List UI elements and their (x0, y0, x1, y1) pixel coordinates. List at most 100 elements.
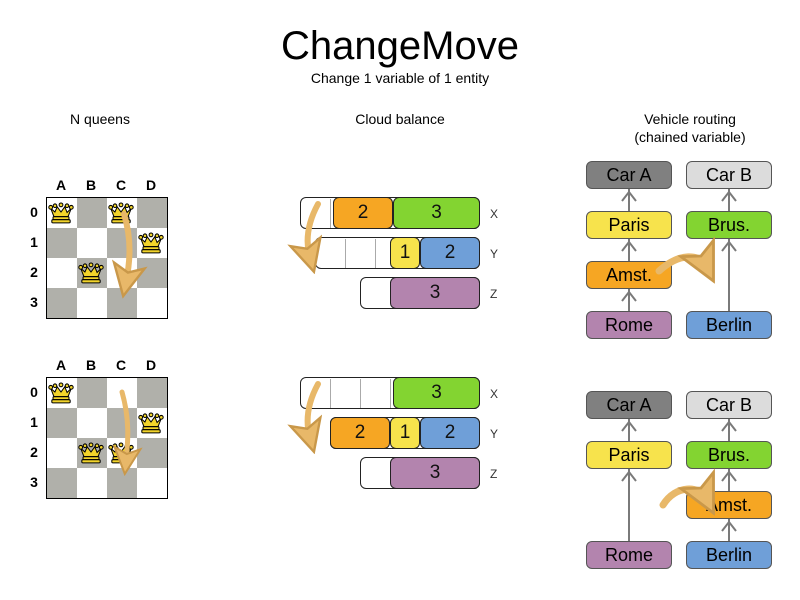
board-column-label-d: D (145, 177, 157, 193)
board-cell-a2[interactable] (47, 258, 77, 288)
cloud-slot-divider (345, 238, 346, 268)
board-cell-c2[interactable] (107, 258, 137, 288)
vrp-chain-arrowhead (621, 420, 637, 432)
board-row-label-1: 1 (30, 234, 38, 250)
vrp-chain-link (627, 419, 631, 441)
cloud-process-x-2[interactable]: 3 (393, 197, 480, 229)
board-cell-d0[interactable] (137, 378, 167, 408)
vrp-node-amst[interactable]: Amst. (586, 261, 672, 289)
board-cell-d3[interactable] (137, 468, 167, 498)
cloud-process-x-1[interactable]: 3 (393, 377, 480, 409)
cloud-computer-label-z: Z (490, 287, 498, 301)
vrp-chain-link (727, 469, 731, 491)
board-column-label-a: A (55, 357, 67, 373)
board-column-label-c: C (115, 177, 127, 193)
board-cell-a2[interactable] (47, 438, 77, 468)
cloud-process-x-1[interactable]: 2 (333, 197, 393, 229)
board-cell-c1[interactable] (107, 228, 137, 258)
vrp-chain-link (627, 469, 631, 541)
vrp-node-berlin[interactable]: Berlin (686, 311, 772, 339)
cloud-process-z-1[interactable]: 3 (390, 457, 480, 489)
vrp-node-rome[interactable]: Rome (586, 541, 672, 569)
board-cell-b1[interactable] (77, 228, 107, 258)
vrp-chain-link (727, 519, 731, 541)
section-heading-vehicle-routing: Vehicle routing (chained variable) (600, 110, 780, 146)
vrp-chain-link (727, 239, 731, 311)
vrp-node-amst[interactable]: Amst. (686, 491, 772, 519)
board-cell-d2[interactable] (137, 438, 167, 468)
board-cell-b3[interactable] (77, 288, 107, 318)
board-cell-b0[interactable] (77, 198, 107, 228)
board-row-label-0: 0 (30, 204, 38, 220)
vrp-chain-arrowhead (621, 290, 637, 302)
board-row-label-2: 2 (30, 264, 38, 280)
board-cell-a3[interactable] (47, 288, 77, 318)
section-heading-cloud-balance: Cloud balance (355, 111, 445, 127)
board-column-label-c: C (115, 357, 127, 373)
board-cell-a3[interactable] (47, 468, 77, 498)
board-column-label-d: D (145, 357, 157, 373)
vrp-node-paris[interactable]: Paris (586, 441, 672, 469)
board-cell-d0[interactable] (137, 198, 167, 228)
board-cell-c1[interactable] (107, 408, 137, 438)
cloud-process-y-2[interactable]: 2 (420, 417, 480, 449)
cloud-process-y-2[interactable]: 2 (420, 237, 480, 269)
cloud-computer-label-x: X (490, 207, 499, 221)
board-cell-b3[interactable] (77, 468, 107, 498)
board-row-label-3: 3 (30, 294, 38, 310)
board-cell-a1[interactable] (47, 408, 77, 438)
vrp-chain-link (727, 419, 731, 441)
vrp-node-berlin[interactable]: Berlin (686, 541, 772, 569)
board-cell-c3[interactable] (107, 288, 137, 318)
board-column-label-b: B (85, 357, 97, 373)
board-cell-c2[interactable] (107, 438, 137, 468)
cloud-slot-divider (360, 378, 361, 408)
cloud-slot-divider (375, 238, 376, 268)
board-cell-d2[interactable] (137, 258, 167, 288)
vrp-node-brus[interactable]: Brus. (686, 211, 772, 239)
vrp-heading-line1: Vehicle routing (644, 111, 736, 127)
chessboard (46, 377, 168, 499)
vrp-node-carb[interactable]: Car B (686, 161, 772, 189)
board-cell-c0[interactable] (107, 198, 137, 228)
vrp-node-carb[interactable]: Car B (686, 391, 772, 419)
vrp-chain-arrowhead (721, 520, 737, 532)
board-row-label-2: 2 (30, 444, 38, 460)
vrp-heading-line2: (chained variable) (634, 129, 746, 145)
cloud-computer-label-y: Y (490, 427, 499, 441)
board-cell-b2[interactable] (77, 258, 107, 288)
vrp-node-paris[interactable]: Paris (586, 211, 672, 239)
vrp-node-brus[interactable]: Brus. (686, 441, 772, 469)
vrp-chain-link (627, 289, 631, 311)
vrp-node-cara[interactable]: Car A (586, 391, 672, 419)
cloud-process-y-0[interactable]: 2 (330, 417, 390, 449)
board-cell-d1[interactable] (137, 408, 167, 438)
page-subtitle: Change 1 variable of 1 entity (310, 70, 490, 86)
vrp-chain-link (727, 189, 731, 211)
vrp-node-cara[interactable]: Car A (586, 161, 672, 189)
page-title: ChangeMove (281, 24, 519, 68)
cloud-process-z-1[interactable]: 3 (390, 277, 480, 309)
vrp-chain-arrowhead (621, 470, 637, 482)
board-column-label-a: A (55, 177, 67, 193)
board-cell-b1[interactable] (77, 408, 107, 438)
vrp-chain-arrowhead (721, 190, 737, 202)
vrp-chain-arrowhead (721, 240, 737, 252)
board-cell-b0[interactable] (77, 378, 107, 408)
board-cell-d3[interactable] (137, 288, 167, 318)
board-cell-c0[interactable] (107, 378, 137, 408)
board-cell-a1[interactable] (47, 228, 77, 258)
board-cell-b2[interactable] (77, 438, 107, 468)
board-cell-c3[interactable] (107, 468, 137, 498)
board-cell-a0[interactable] (47, 198, 77, 228)
cloud-process-y-1[interactable]: 1 (390, 237, 420, 269)
board-cell-d1[interactable] (137, 228, 167, 258)
board-row-label-3: 3 (30, 474, 38, 490)
cloud-computer-label-x: X (490, 387, 499, 401)
cloud-process-y-1[interactable]: 1 (390, 417, 420, 449)
vrp-node-rome[interactable]: Rome (586, 311, 672, 339)
vrp-chain-arrowhead (721, 470, 737, 482)
cloud-slot-divider (330, 378, 331, 408)
vrp-chain-link (627, 189, 631, 211)
board-cell-a0[interactable] (47, 378, 77, 408)
